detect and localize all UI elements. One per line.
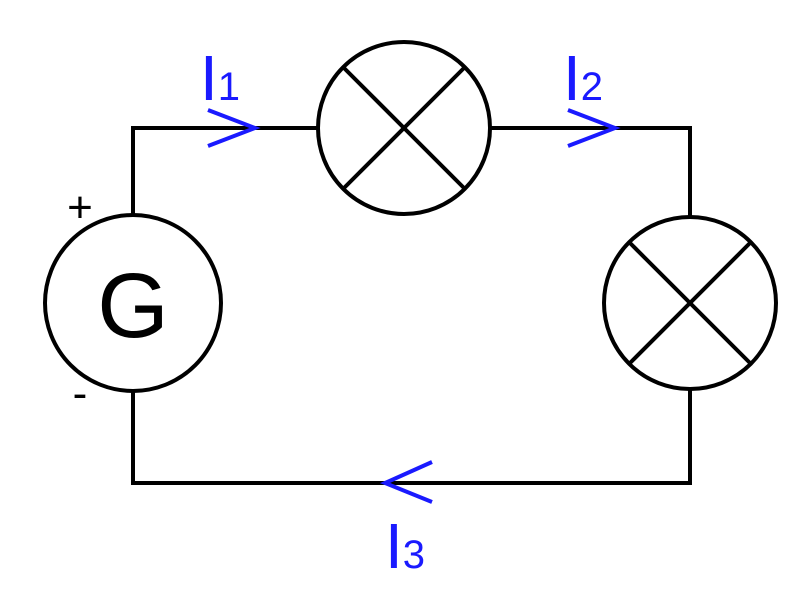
current-label-1-letter: I xyxy=(200,42,218,114)
generator-minus-terminal: - xyxy=(73,369,88,418)
generator: G + - xyxy=(43,183,223,418)
current-label-2-index: 2 xyxy=(581,65,603,109)
current-label-3-index: 3 xyxy=(403,533,425,577)
current-label-1-index: 1 xyxy=(218,65,240,109)
current-label-3: I3 xyxy=(385,510,425,582)
current-label-2-letter: I xyxy=(563,42,581,114)
lamp-right-cross-b xyxy=(627,240,753,366)
generator-label: G xyxy=(97,255,169,357)
lamp-right xyxy=(602,215,778,391)
lamp-top-cross-b xyxy=(341,65,467,191)
generator-plus-terminal: + xyxy=(67,183,93,232)
current-arrow-2 xyxy=(567,108,621,148)
current-label-3-letter: I xyxy=(385,510,403,582)
current-arrow-1 xyxy=(207,108,261,148)
current-label-2: I2 xyxy=(563,42,603,114)
current-arrow-3 xyxy=(379,460,433,504)
wire-top-right xyxy=(488,126,692,217)
lamp-top xyxy=(316,40,492,216)
current-label-1: I1 xyxy=(200,42,240,114)
generator-circle xyxy=(43,213,223,393)
wire-right-bottom xyxy=(131,390,692,485)
